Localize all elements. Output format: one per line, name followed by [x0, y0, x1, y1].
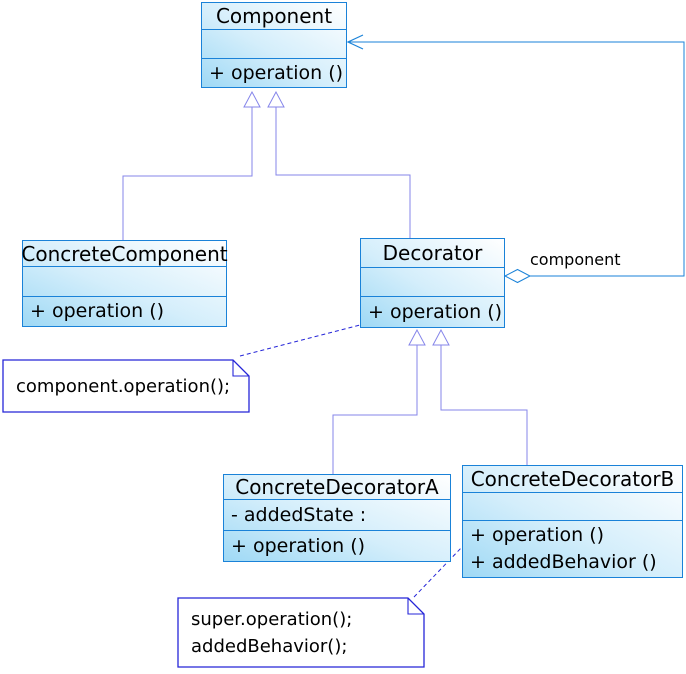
method-label: + operation ()	[231, 534, 366, 557]
class-methods: + operation ()	[224, 531, 450, 561]
generalization-edge-concretedecoratora-decorator[interactable]	[332, 328, 426, 474]
method-label: + operation ()	[209, 61, 344, 84]
hollow-triangle-icon	[432, 328, 450, 346]
note-super-operation[interactable]: super.operation(); addedBehavior();	[178, 598, 424, 667]
hollow-diamond-icon	[503, 268, 532, 284]
note-shape-component-operation[interactable]	[2, 359, 250, 413]
class-box-concrete-decorator-a[interactable]: ConcreteDecoratorA - addedState : + oper…	[223, 474, 451, 562]
note-link-component-operation[interactable]	[239, 324, 361, 357]
class-methods: + operation ()	[361, 297, 504, 327]
class-methods: + operation ()	[23, 297, 226, 326]
class-name: ConcreteDecoratorB	[463, 466, 682, 493]
generalization-edge-decorator-component[interactable]	[267, 90, 411, 238]
note-link-super-operation[interactable]	[413, 546, 463, 598]
hollow-triangle-icon	[408, 328, 426, 346]
class-attributes-empty	[202, 30, 346, 59]
class-box-concrete-decorator-b[interactable]: ConcreteDecoratorB + operation () + adde…	[462, 465, 683, 578]
method-label: + operation ()	[30, 300, 165, 322]
class-methods: + operation ()	[202, 59, 346, 87]
aggregation-role-label: component	[530, 250, 621, 269]
class-box-component[interactable]: Component + operation ()	[201, 2, 347, 88]
method-label: + addedBehavior ()	[470, 551, 657, 573]
hollow-triangle-icon	[267, 90, 285, 108]
note-line: addedBehavior();	[191, 635, 348, 657]
note-line: component.operation();	[16, 375, 231, 397]
note-fold-icon	[232, 360, 249, 377]
note-line: super.operation();	[191, 608, 353, 630]
class-attribute: - addedState :	[224, 500, 450, 531]
note-fold-icon	[407, 598, 424, 615]
class-attributes-empty	[361, 268, 504, 297]
class-name: Decorator	[361, 239, 504, 268]
note-component-operation[interactable]: component.operation();	[3, 360, 249, 412]
class-attributes-empty	[463, 493, 682, 521]
aggregation-edge-decorator-component[interactable]	[346, 34, 685, 284]
note-shape-super-operation[interactable]	[177, 597, 425, 668]
class-name: Component	[202, 3, 346, 30]
class-name: ConcreteDecoratorA	[224, 475, 450, 500]
generalization-edge-concretecomponent-component[interactable]	[122, 90, 261, 240]
class-methods: + operation () + addedBehavior ()	[463, 521, 682, 577]
method-label: + operation ()	[470, 524, 605, 546]
class-box-concrete-component[interactable]: ConcreteComponent + operation ()	[21, 240, 228, 327]
hollow-triangle-icon	[243, 90, 261, 108]
method-label: + operation ()	[368, 300, 503, 323]
generalization-edge-concretedecoratorb-decorator[interactable]	[432, 328, 528, 465]
class-name: ConcreteComponent	[21, 241, 228, 267]
class-box-decorator[interactable]: Decorator + operation ()	[360, 238, 505, 328]
open-arrowhead-icon	[346, 34, 364, 50]
class-attributes-empty	[23, 267, 226, 297]
